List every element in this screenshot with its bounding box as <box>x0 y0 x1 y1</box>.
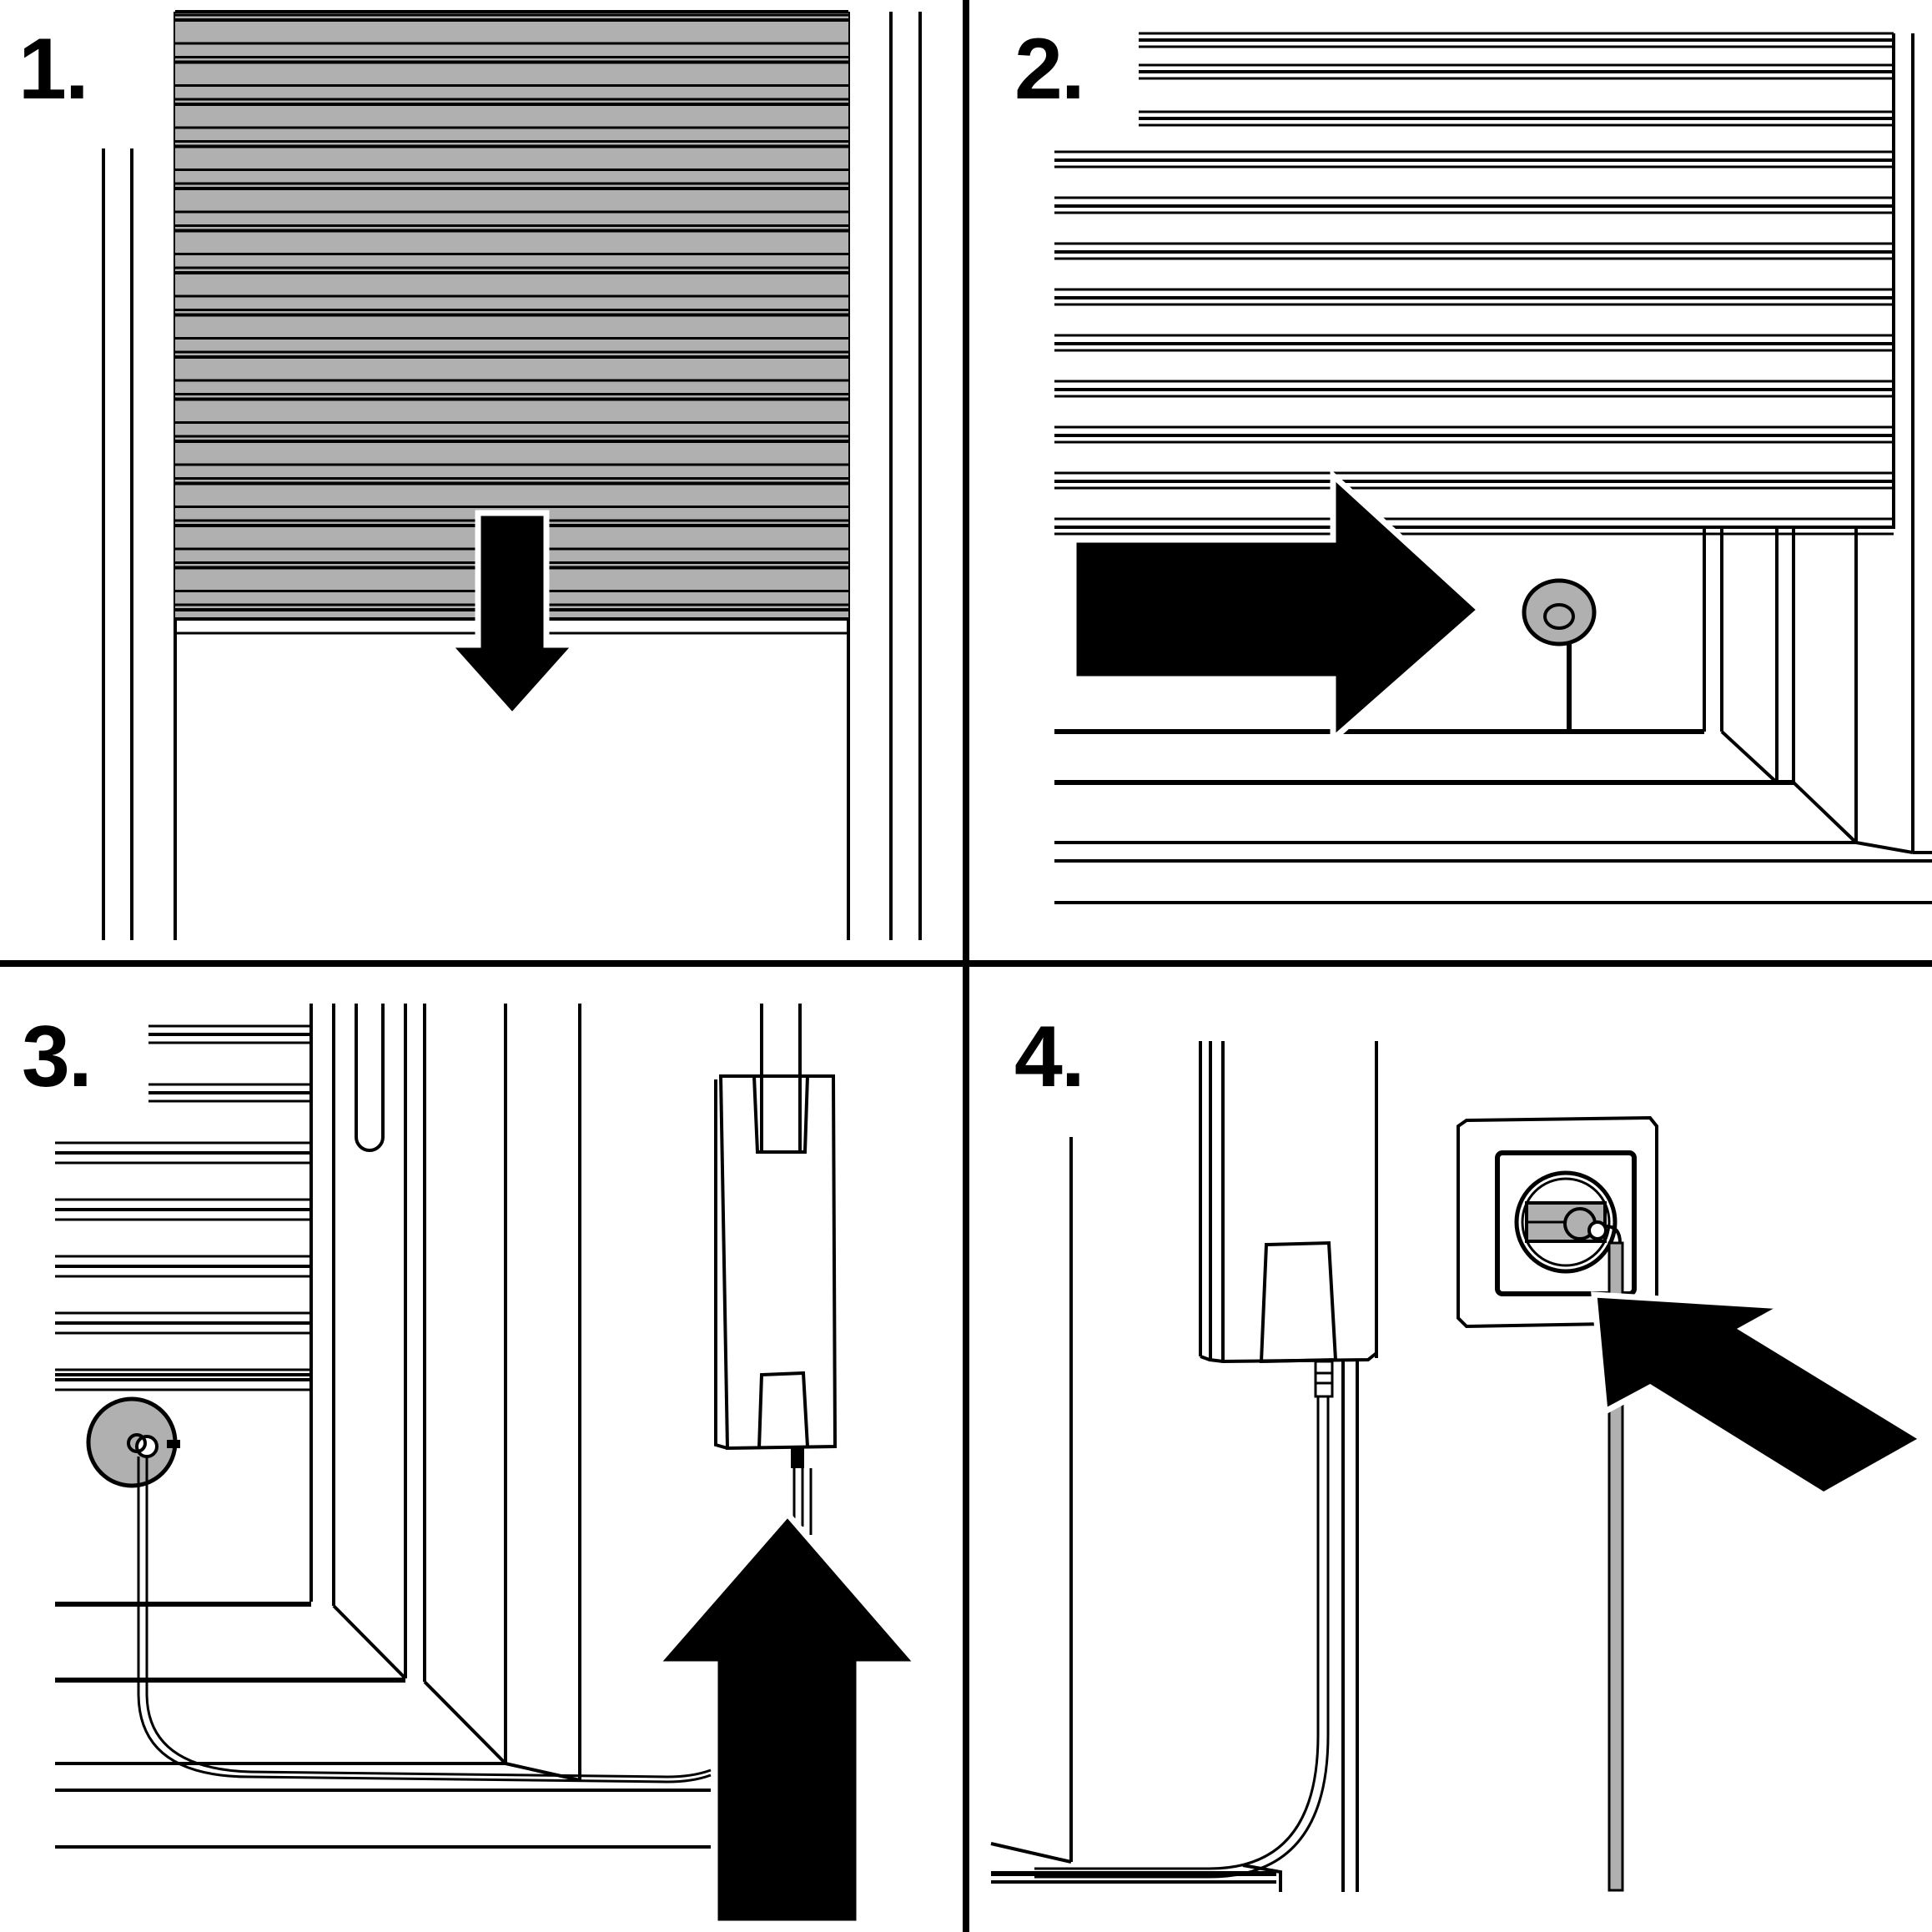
step-number-3: 3. <box>22 1009 91 1105</box>
shutter-edges <box>1054 33 1895 529</box>
roller-shutter-raised <box>1054 32 1894 536</box>
panel-step-2: 2. <box>1014 21 1932 904</box>
window-frame <box>1199 1041 1378 1892</box>
step-number-2: 2. <box>1014 21 1084 118</box>
window-frame-right <box>847 12 922 940</box>
window-sill <box>1054 33 1932 904</box>
step-number-1: 1. <box>18 21 88 118</box>
arrow-up-icon <box>650 1509 924 1927</box>
wall-edge <box>990 1137 1282 1892</box>
arrow-down-icon <box>442 510 582 721</box>
sensor-icon <box>1522 578 1597 732</box>
step-number-4: 4. <box>1014 1009 1084 1105</box>
sensor-icon <box>86 1396 712 1784</box>
window-sill <box>55 1602 711 1849</box>
power-adapter-plug <box>1034 1240 1338 1879</box>
arrow-diagonal-icon <box>1591 1291 1929 1499</box>
power-adapter <box>714 1004 838 1535</box>
roller-shutter-raised <box>55 1024 311 1391</box>
window-frame <box>309 1004 581 1782</box>
panel-step-1: 1. <box>18 10 922 940</box>
arrow-right-icon <box>1070 469 1485 746</box>
window-frame-left <box>102 12 177 940</box>
wall-socket-icon <box>1457 1115 1658 1892</box>
panel-step-3: 3. <box>22 1004 924 1927</box>
panel-step-4: 4. <box>990 1009 1929 1892</box>
